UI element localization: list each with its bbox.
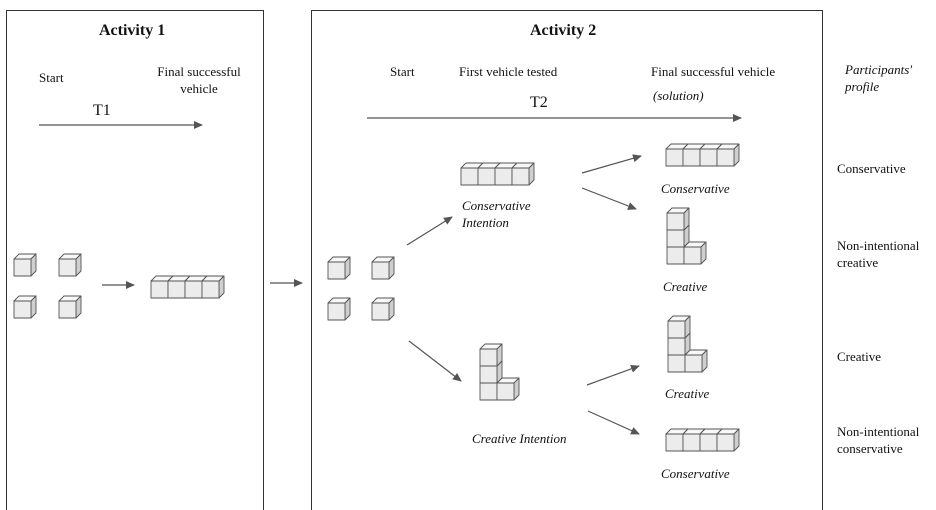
profile-item-text: conservative xyxy=(837,441,903,456)
arrow-to-creative-lower xyxy=(586,364,640,386)
profile-header-line1: Participants' xyxy=(845,62,913,77)
outcome-creative-upper-cube xyxy=(683,241,707,265)
profile-header: Participants' profile xyxy=(845,61,912,95)
start-cube-a1 xyxy=(13,253,37,277)
activity2-panel xyxy=(311,10,823,510)
start-cube-a2 xyxy=(371,256,395,280)
outcome-conservative-top-label: Conservative xyxy=(661,181,730,196)
start-cube-a2 xyxy=(327,297,351,321)
arrow-to-conservative-intention xyxy=(406,216,453,246)
activity2-solution-label: (solution) xyxy=(653,88,704,103)
outcome-creative-lower-cube xyxy=(684,349,708,373)
activity2-title: Activity 2 xyxy=(530,22,597,39)
conservative-intention-line2: Intention xyxy=(462,215,509,230)
activity1-start-label: Start xyxy=(39,70,64,85)
arrow-to-conservative-top xyxy=(581,154,642,174)
profile-item-text: Non-intentional xyxy=(837,238,920,253)
creative-intention-label: Creative Intention xyxy=(472,431,567,446)
conservative-intention-label: Conservative Intention xyxy=(462,197,531,231)
arrow-to-conservative-bottom xyxy=(587,410,640,435)
outcome-conservative-bottom-cube xyxy=(716,428,740,452)
activity2-final-label: Final successful vehicle xyxy=(651,64,776,79)
activity1-final-label-line1: Final successful xyxy=(157,64,241,79)
creative-intention-cube xyxy=(496,377,520,401)
profile-item-conservative: Conservative xyxy=(837,160,906,177)
arrow-to-creative-upper xyxy=(581,187,637,210)
arrow-to-creative-intention xyxy=(408,340,462,382)
activity1-final-label: Final successful vehicle xyxy=(146,63,252,97)
profile-item-text: Non-intentional xyxy=(837,424,920,439)
outcome-conservative-top-cube xyxy=(716,143,740,167)
outcome-creative-lower-label: Creative xyxy=(665,386,710,401)
outcome-conservative-bottom-label: Conservative xyxy=(661,466,730,481)
profile-item-creative: Creative xyxy=(837,348,881,365)
activity1-time-label: T1 xyxy=(93,102,111,119)
creative-intention-cube xyxy=(479,343,503,367)
activity1-final-label-line2: vehicle xyxy=(180,81,218,96)
profile-item-text: Conservative xyxy=(837,161,906,176)
activity2-start-label: Start xyxy=(390,64,415,79)
outcome-creative-lower-cube xyxy=(667,315,691,339)
activity1-panel xyxy=(6,10,264,510)
conservative-intention-line1: Conservative xyxy=(462,198,531,213)
start-cube-a2 xyxy=(327,256,351,280)
activity1-title: Activity 1 xyxy=(99,22,166,39)
profile-item-text: Creative xyxy=(837,349,882,364)
outcome-creative-upper-label: Creative xyxy=(663,279,708,294)
conservative-intention-cube xyxy=(511,162,535,186)
outcome-creative-upper-cube xyxy=(666,207,690,231)
profile-item-non-intentional-conservative: Non-intentional conservative xyxy=(837,423,919,457)
final-vehicle-cube-a1 xyxy=(201,275,225,299)
activity2-first-vehicle-label: First vehicle tested xyxy=(459,64,558,79)
start-cube-a1 xyxy=(58,253,82,277)
profile-item-text: creative xyxy=(837,255,879,270)
start-cube-a2 xyxy=(371,297,395,321)
start-cube-a1 xyxy=(13,295,37,319)
activity2-time-label: T2 xyxy=(530,94,548,111)
profile-item-non-intentional-creative: Non-intentional creative xyxy=(837,237,919,271)
start-cube-a1 xyxy=(58,295,82,319)
profile-header-line2: profile xyxy=(845,79,880,94)
